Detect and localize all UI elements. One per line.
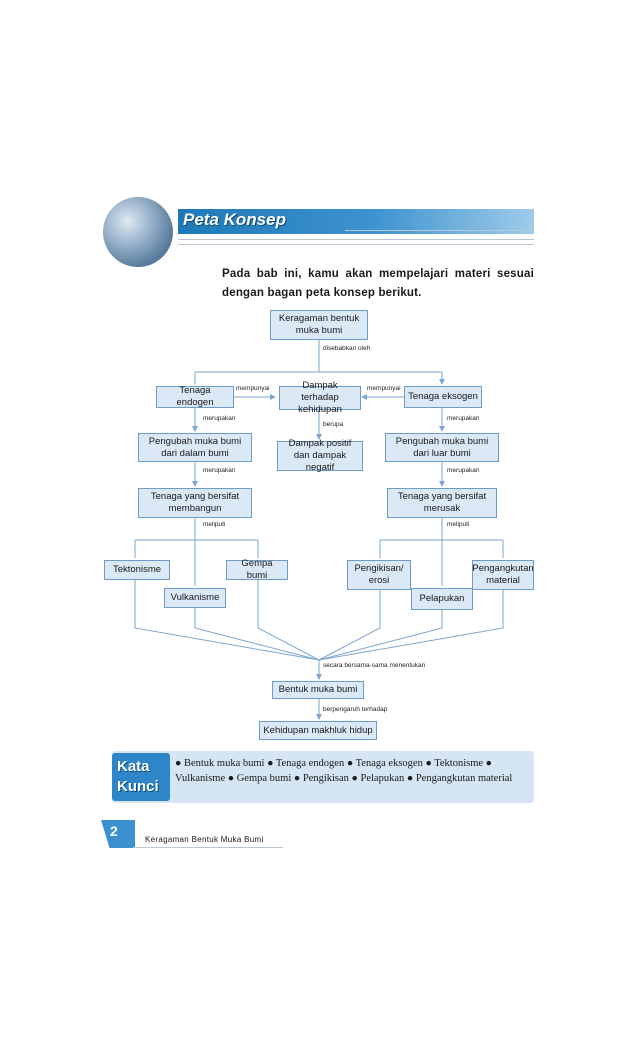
node-dampak: Dampak terhadap kehidupan (279, 380, 361, 415)
node-tenaga-eksogen: Tenaga eksogen (404, 386, 482, 408)
node-gempa-bumi: Gempa bumi (226, 558, 288, 581)
link-label: merupakan (203, 415, 236, 422)
kata-kunci-title-line1: Kata (117, 758, 150, 775)
kata-kunci-title: Kata Kunci (117, 757, 171, 797)
node-pengubah-luar: Pengubah muka bumi dari luar bumi (385, 433, 499, 462)
node-root: Keragaman bentuk muka bumi (270, 310, 368, 340)
kata-kunci-box (112, 751, 534, 803)
node-tenaga-endogen: Tenaga endogen (156, 385, 234, 408)
kata-kunci-badge (112, 753, 170, 801)
title-bar (178, 209, 534, 234)
link-label: berupa (323, 421, 344, 428)
node-dampak-positif-negatif: Dampak positif dan dampak negatif (277, 438, 363, 473)
intro-text: Pada bab ini, kamu akan mempelajari mate… (222, 268, 534, 299)
page-number: 2 (110, 823, 118, 839)
link-label: meliputi (203, 521, 226, 528)
link-label: disebabkan oleh (323, 345, 371, 352)
kata-kunci-title-line2: Kunci (117, 778, 159, 795)
link-label: merupakan (447, 415, 480, 422)
node-kehidupan: Kehidupan makhluk hidup (259, 721, 377, 740)
node-bentuk-muka-bumi: Bentuk muka bumi (272, 681, 364, 699)
kata-kunci-text: ● Bentuk muka bumi ● Tenaga endogen ● Te… (175, 758, 513, 784)
section-title: Peta Konsep (183, 210, 286, 229)
link-label: berpengaruh terhadap (323, 706, 388, 713)
globe-icon (103, 197, 173, 267)
link-label: merupakan (447, 467, 480, 474)
header-rule (178, 239, 534, 240)
header-rule (345, 230, 534, 231)
node-pelapukan: Pelapukan (411, 588, 473, 610)
footer-rule (133, 847, 283, 848)
link-label: secara bersama-sama menentukan (323, 662, 426, 669)
node-merusak: Tenaga yang bersifat merusak (387, 488, 497, 518)
link-label: merupakan (203, 467, 236, 474)
header-rule (178, 244, 534, 245)
node-pengangkutan: Pengangkutan material (472, 560, 534, 590)
link-label: mempunyai (236, 385, 270, 392)
node-membangun: Tenaga yang bersifat membangun (138, 488, 252, 518)
footer-chapter: Keragaman Bentuk Muka Bumi (145, 835, 264, 844)
node-vulkanisme: Vulkanisme (164, 588, 226, 608)
node-pengikisan: Pengikisan/ erosi (347, 560, 411, 590)
node-pengubah-dalam: Pengubah muka bumi dari dalam bumi (138, 433, 252, 462)
node-tektonisme: Tektonisme (104, 560, 170, 580)
link-label: meliputi (447, 521, 470, 528)
link-label: mempunyai (367, 385, 401, 392)
